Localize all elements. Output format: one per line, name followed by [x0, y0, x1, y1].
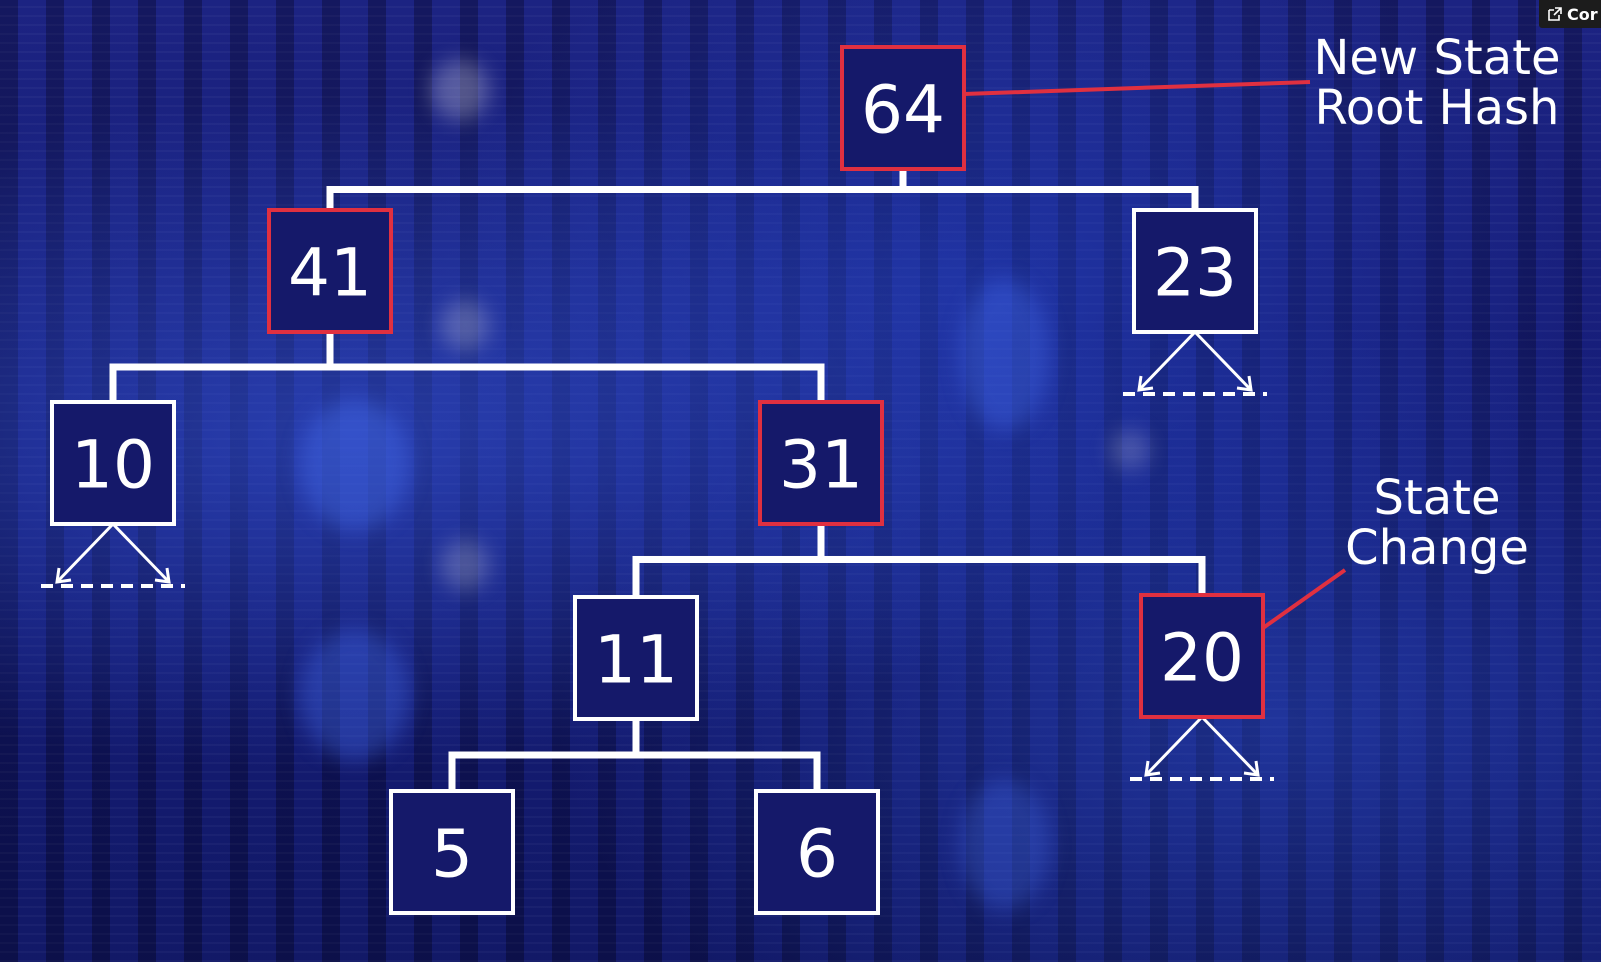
changed-node-box — [758, 400, 884, 526]
changed-node-box — [1139, 593, 1265, 719]
hash-node-20: 20 — [1139, 593, 1265, 719]
hash-node-23: 23 — [1132, 208, 1258, 334]
truncated-subtree-marker — [1130, 715, 1274, 781]
truncated-subtree-markers — [41, 330, 1274, 781]
node-hash-label: 20 — [1160, 620, 1244, 697]
background-light — [440, 540, 490, 590]
changed-node-box — [267, 208, 393, 334]
node-hash-label: 31 — [779, 427, 863, 504]
hash-node-64: 64 — [840, 45, 966, 171]
hash-node-31: 31 — [758, 400, 884, 526]
node-box — [754, 789, 880, 915]
node-box — [389, 789, 515, 915]
changed-node-box — [840, 45, 966, 171]
hash-node-5: 5 — [389, 789, 515, 915]
node-hash-label: 6 — [796, 816, 838, 893]
background-light — [440, 300, 490, 350]
node-box — [1132, 208, 1258, 334]
root-annotation-line-2: Root Hash — [1315, 80, 1560, 136]
hash-node-11: 11 — [573, 595, 699, 721]
change-annotation-line-1: State — [1373, 470, 1500, 526]
hash-node-6: 6 — [754, 789, 880, 915]
background-light — [300, 630, 410, 760]
hash-node-10: 10 — [50, 400, 176, 526]
external-link-icon — [1548, 7, 1562, 21]
truncated-subtree-marker — [41, 522, 185, 588]
background-light — [1110, 430, 1150, 470]
root-callout-line — [963, 80, 1311, 96]
node-hash-label: 5 — [431, 816, 473, 893]
truncated-subtree-marker — [1123, 330, 1267, 396]
node-hash-label: 11 — [594, 622, 678, 699]
node-hash-label: 64 — [861, 72, 945, 149]
callout-lines — [963, 80, 1347, 630]
change-callout-line — [1261, 568, 1347, 630]
change-annotation-line-2: Change — [1345, 520, 1529, 576]
open-external-button[interactable]: Cor — [1539, 0, 1601, 28]
node-hash-label: 41 — [288, 235, 372, 312]
background-light — [430, 60, 490, 120]
tree-nodes: 64 41 23 10 31 11 20 5 6 — [50, 45, 1265, 915]
node-hash-label: 10 — [71, 427, 155, 504]
tree-edges — [109, 169, 1206, 791]
background-light — [960, 280, 1050, 430]
hash-node-41: 41 — [267, 208, 393, 334]
background-light — [300, 400, 410, 530]
root-annotation-line-1: New State — [1313, 30, 1560, 86]
node-hash-label: 23 — [1153, 235, 1237, 312]
node-box — [573, 595, 699, 721]
node-box — [50, 400, 176, 526]
open-external-label: Cor — [1567, 4, 1598, 24]
background-light — [960, 780, 1050, 910]
